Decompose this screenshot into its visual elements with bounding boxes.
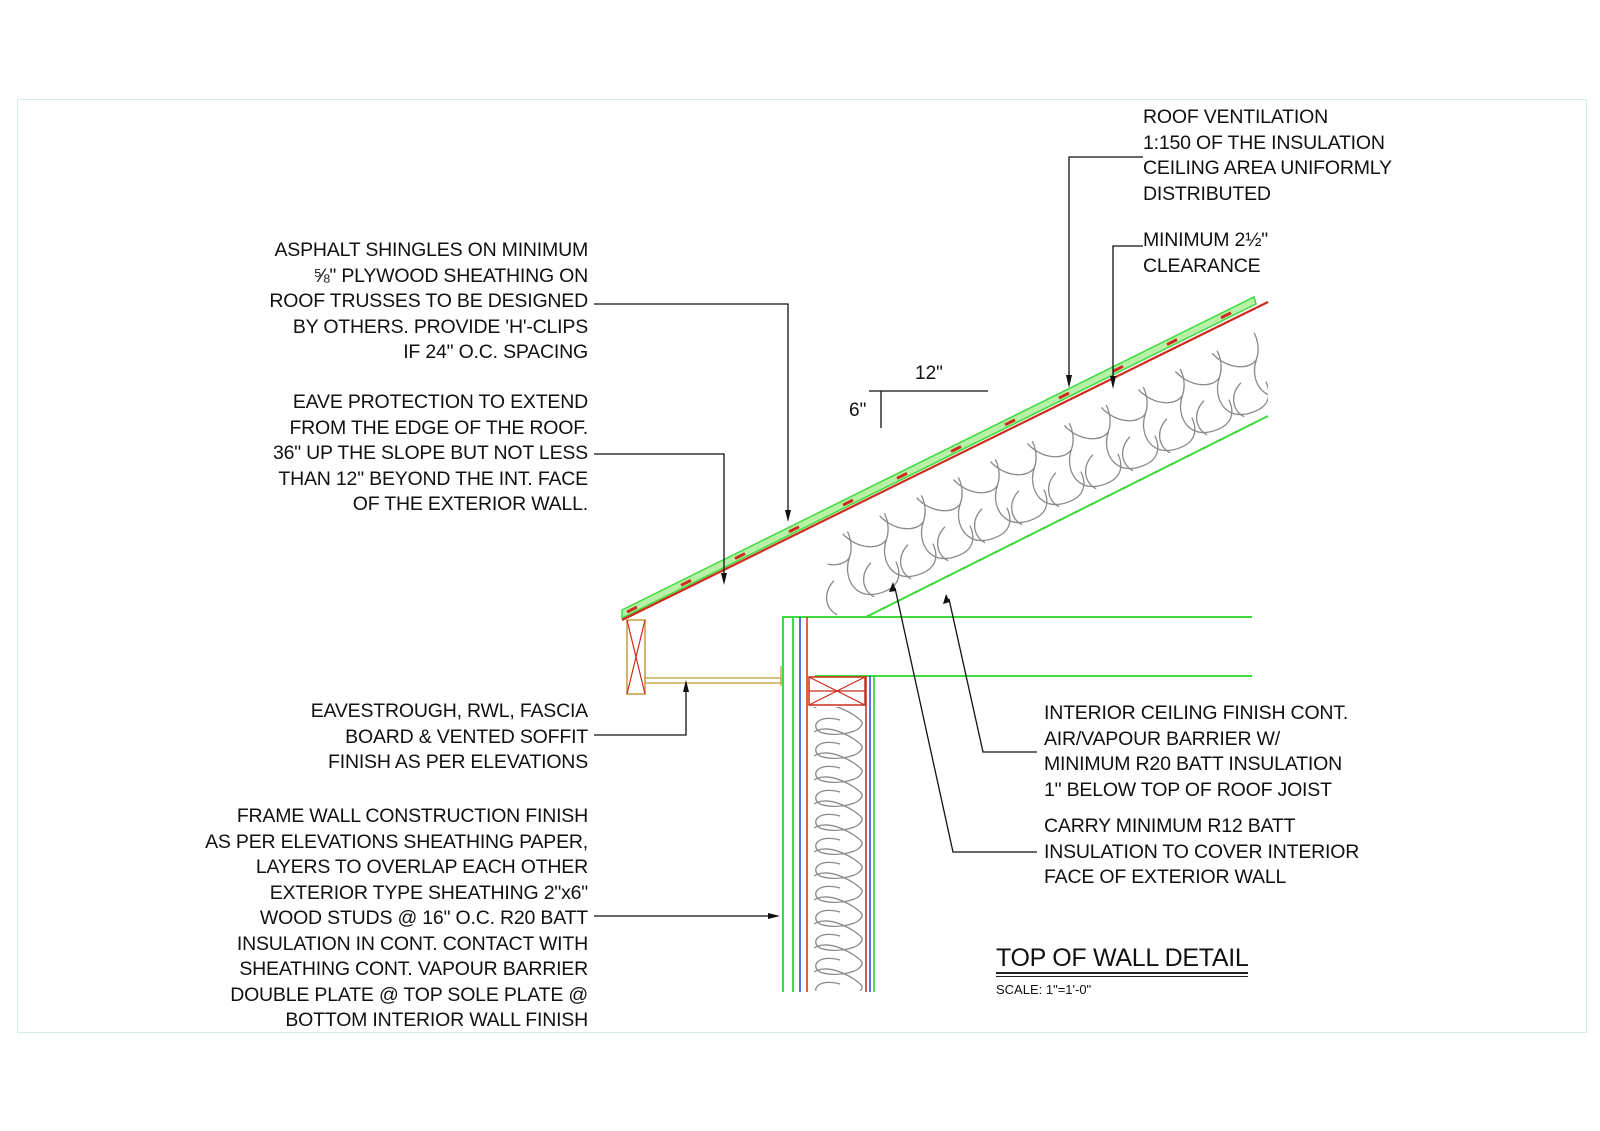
leader-shingles xyxy=(594,303,789,517)
note-eavestrough: EAVESTROUGH, RWL, FASCIA BOARD & VENTED … xyxy=(310,700,588,773)
roof-batt-insulation xyxy=(822,326,1268,616)
fascia-board xyxy=(626,619,646,695)
title-underline xyxy=(996,972,1248,974)
note-frame-wall: FRAME WALL CONSTRUCTION FINISH AS PER EL… xyxy=(205,805,588,1031)
leader-clearance xyxy=(1112,245,1143,384)
note-eave-protection: EAVE PROTECTION TO EXTEND FROM THE EDGE … xyxy=(272,391,588,515)
note-carry-r12: CARRY MINIMUM R12 BATT INSULATION TO COV… xyxy=(1044,815,1360,888)
sheet-frame xyxy=(17,99,1587,1033)
wall-batt-insulation xyxy=(813,707,863,991)
roof-sheathing xyxy=(621,301,1269,621)
detail-scale: SCALE: 1"=1'-0" xyxy=(996,982,1092,997)
note-interior-ceiling: INTERIOR CEILING FINISH CONT. AIR/VAPOUR… xyxy=(1044,702,1349,801)
note-shingles: ASPHALT SHINGLES ON MINIMUM ⅝" PLYWOOD S… xyxy=(269,239,588,363)
note-clearance: MINIMUM 2½" CLEARANCE xyxy=(1143,229,1268,277)
shingle-fasteners xyxy=(626,311,1232,614)
rafter-underside xyxy=(865,415,1269,618)
leader-interior-ceiling xyxy=(948,598,1037,753)
detail-title: TOP OF WALL DETAIL xyxy=(996,944,1249,972)
slope-run-label: 12" xyxy=(915,363,943,384)
note-roof-ventilation: ROOF VENTILATION 1:150 OF THE INSULATION… xyxy=(1143,106,1392,205)
title-underline-thin xyxy=(996,976,1248,977)
leader-roof-ventilation xyxy=(1068,156,1143,383)
leader-carry-r12 xyxy=(894,587,1037,853)
leader-eavestrough xyxy=(594,685,687,736)
leader-eave-protection xyxy=(594,453,725,580)
slope-rise-label: 6" xyxy=(849,400,867,421)
roof-shingles xyxy=(621,295,1257,620)
leader-lines xyxy=(594,156,1143,917)
vented-soffit xyxy=(644,677,782,684)
leader-arrowheads xyxy=(683,375,1116,919)
